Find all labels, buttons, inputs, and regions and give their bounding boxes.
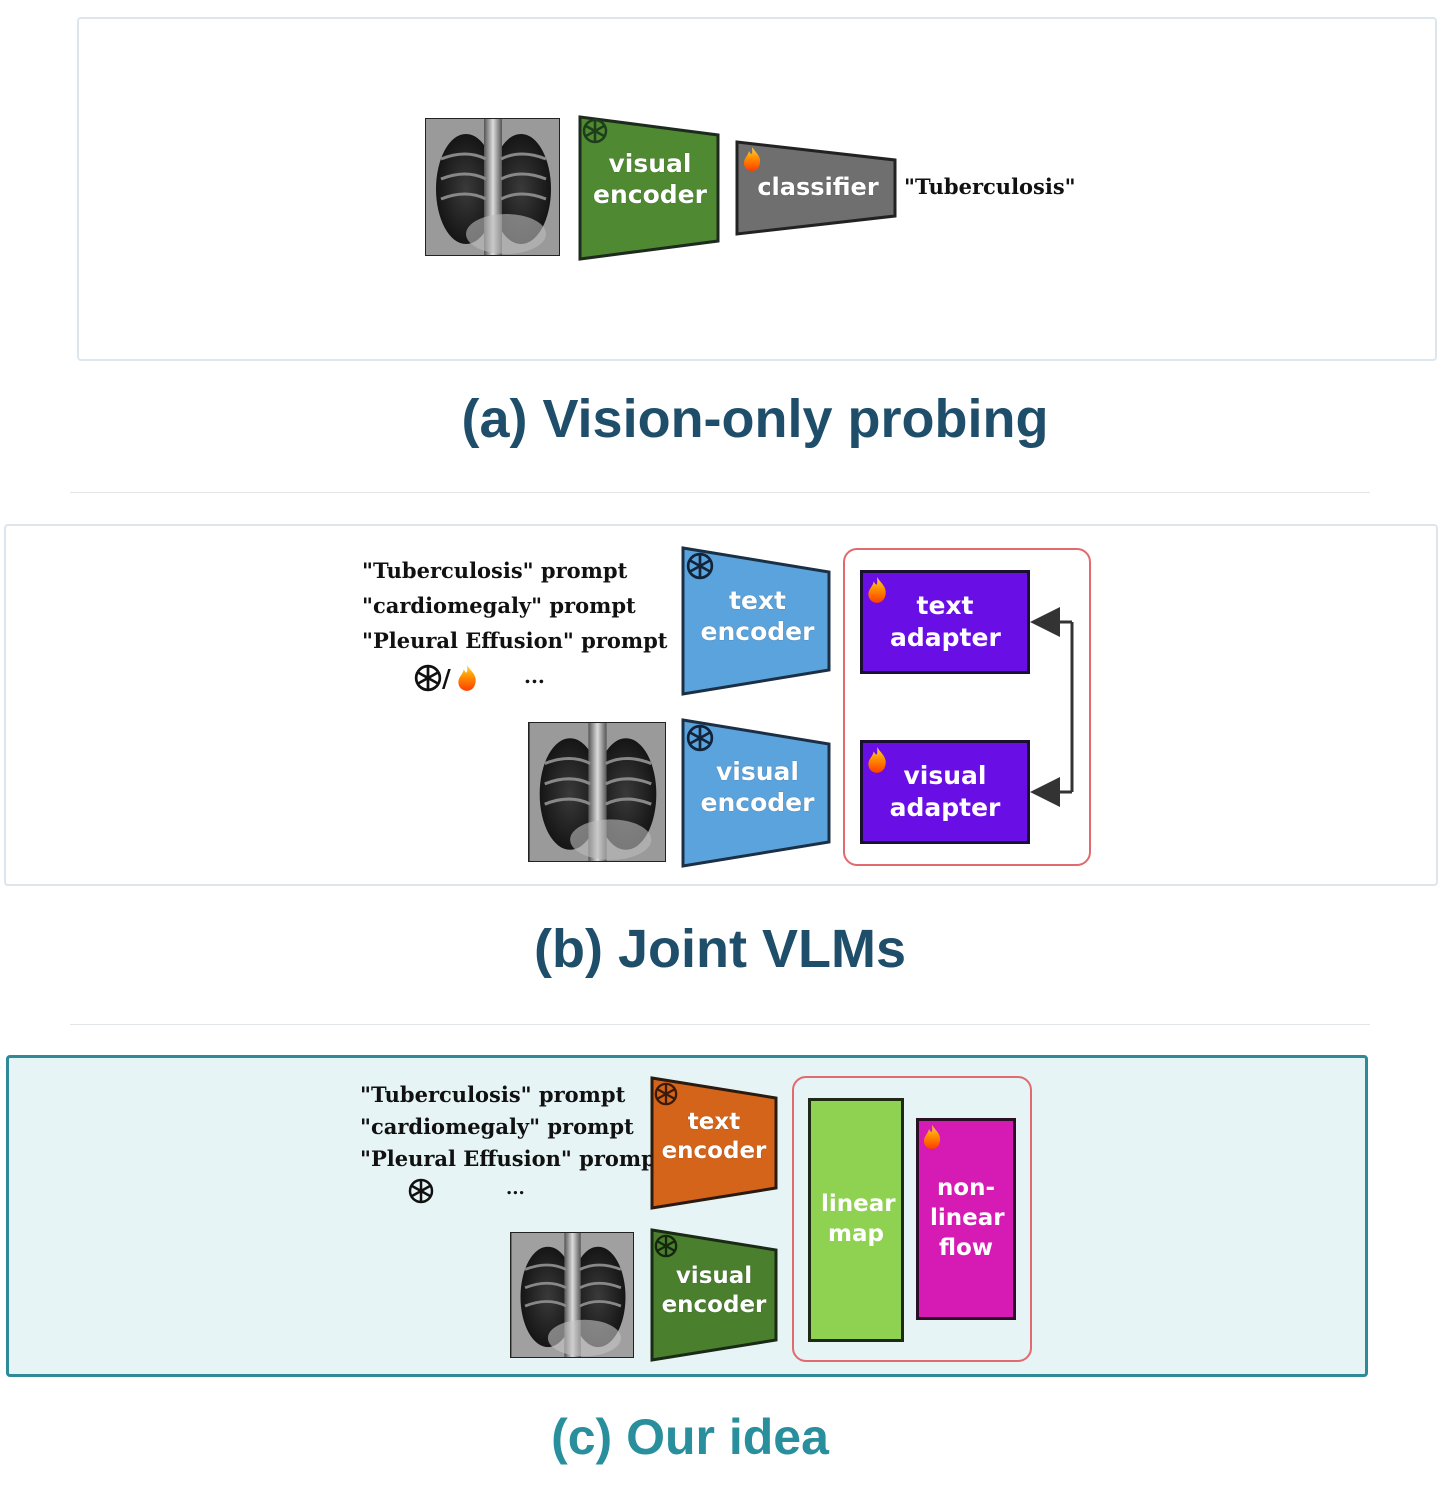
text-adapter-label: text adapter [890,590,1001,653]
visual-adapter-box: visual adapter [860,740,1030,844]
nonlinear-flow-label: non-linear flow [930,1175,1005,1261]
prompt-cardiomegaly: "cardiomegaly" prompt [360,1114,634,1139]
text-encoder-label: text encoder [661,1109,767,1164]
visual-encoder-shape [578,115,720,261]
divider-1 [70,492,1370,493]
prompt-ellipsis: ... [506,1178,525,1199]
frozen-snowflake-icon [686,724,714,752]
nonlinear-flow-box: non-linear flow [916,1118,1016,1320]
frozen-snowflake-icon [582,118,608,144]
visual-encoder-shape [681,718,831,868]
adapter-connector-arrows [1030,607,1074,807]
classifier-label: classifier [757,173,879,201]
chest-xray-image [425,118,560,256]
frozen-snowflake-icon [414,664,442,692]
visual-encoder-shape [650,1228,778,1362]
text-encoder-shape [681,546,831,696]
caption-c: (c) Our idea [551,1409,829,1465]
prompt-cardiomegaly: "cardiomegaly" prompt [362,593,636,618]
linear-map-box: linear map [808,1098,904,1342]
chest-xray-image [528,722,666,862]
text-encoder-shape [650,1076,778,1210]
caption-b: (b) Joint VLMs [534,919,906,979]
visual-adapter-label: visual adapter [889,760,1001,823]
prompt-tuberculosis: "Tuberculosis" prompt [360,1082,626,1107]
visual-encoder-label: visual encoder [661,1263,767,1318]
trainable-fire-icon [458,665,476,691]
text-encoder-label: text encoder [700,586,815,647]
prompt-ellipsis: ... [524,664,545,688]
adapters-group [843,548,1091,866]
trainable-fire-icon [868,577,886,603]
prompt-pleural-effusion: "Pleural Effusion" prompt [362,628,668,653]
prompt-pleural-effusion: "Pleural Effusion" prompt [360,1146,666,1171]
classifier-shape [735,140,897,236]
linear-map-label: linear map [821,1191,896,1247]
visual-encoder-label: visual encoder [700,757,815,818]
visual-encoder-label: visual encoder [593,149,707,210]
caption-a: (a) Vision-only probing [461,389,1049,449]
text-adapter-box: text adapter [860,570,1030,674]
prompt-tuberculosis: "Tuberculosis" prompt [362,558,628,583]
trainable-fire-icon [744,147,761,171]
mapping-group [792,1076,1032,1362]
frozen-snowflake-icon [408,1178,434,1204]
frozen-snowflake-icon [686,552,714,580]
frozen-snowflake-icon [654,1082,678,1106]
trainable-fire-icon [868,747,886,773]
divider-2 [70,1024,1370,1025]
frozen-snowflake-icon [654,1234,678,1258]
icon-separator: / [442,664,451,693]
output-label: "Tuberculosis" [904,174,1076,199]
chest-xray-image [510,1232,634,1358]
trainable-fire-icon [924,1125,941,1149]
